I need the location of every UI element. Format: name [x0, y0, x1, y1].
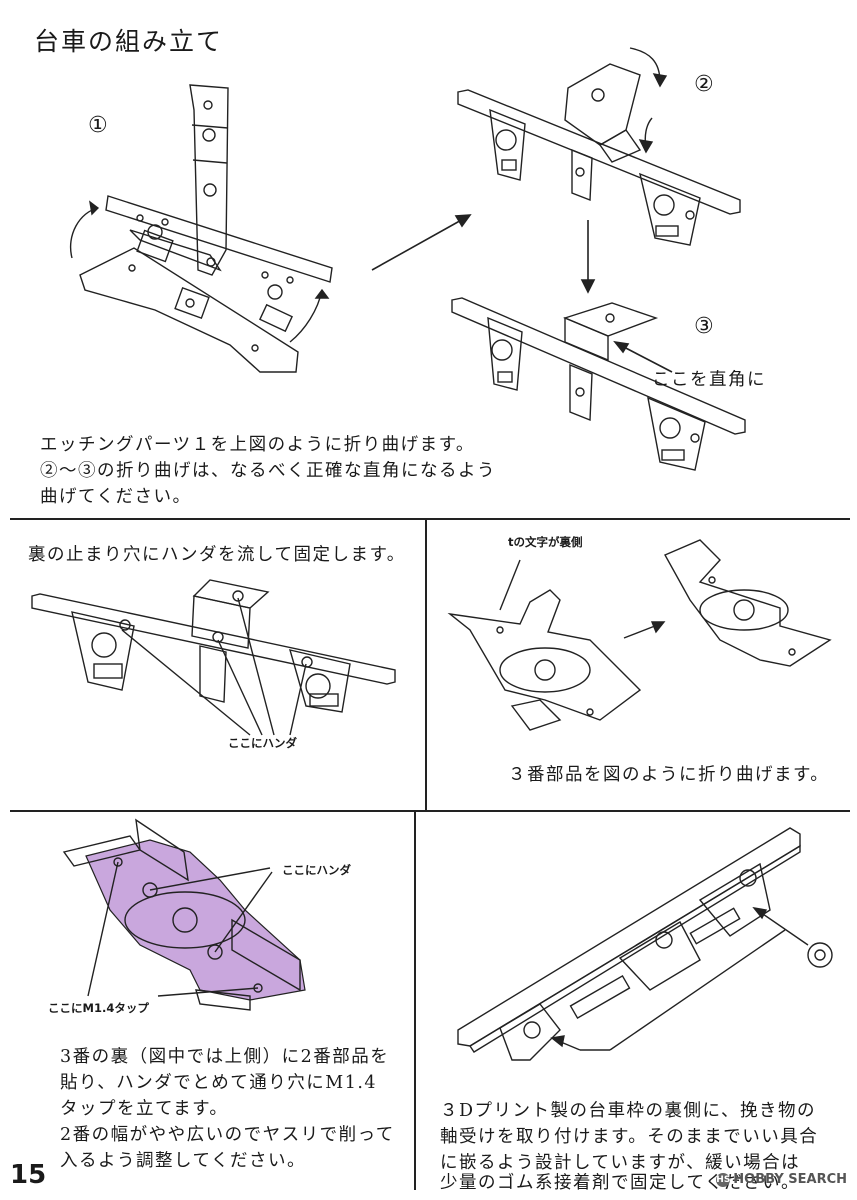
callout-right-angle: ここを直角に	[652, 370, 766, 390]
watermark-text: HOBBY SEARCH	[733, 1172, 847, 1187]
step1-text-line-3: 曲げてください。	[40, 487, 192, 507]
bearing-text-line-1: ３Dプリント製の台車枠の裏側に、挽き物の	[440, 1101, 817, 1121]
part3-back-side-label: tの文字が裏側	[508, 535, 583, 549]
step-marker-3: ③	[694, 314, 714, 339]
tap-solder-label: ここにハンダ	[282, 863, 351, 877]
tap-m14-label: ここにM1.4タップ	[48, 1001, 149, 1015]
tap-text-line-3: タップを立てます。	[60, 1099, 229, 1119]
hobby-search-logo-icon: HS	[716, 1172, 731, 1187]
bearing-text-line-2: 軸受けを取り付けます。そのままでいい具合	[440, 1127, 819, 1147]
part3-text: ３番部品を図のように折り曲げます。	[508, 765, 830, 785]
step1-text-line-2: ②～③の折り曲げは、なるべく正確な直角になるよう	[40, 461, 496, 481]
page-number: 15	[10, 1160, 47, 1190]
tap-text-line-4: 2番の幅がやや広いのでヤスリで削って	[60, 1125, 395, 1145]
bearing-text-line-4: 少量のゴム系接着剤で固定してください。	[440, 1173, 800, 1193]
page-title: 台車の組み立て	[34, 27, 224, 56]
divider-v1	[425, 518, 427, 810]
step1-text-line-1: エッチングパーツ１を上図のように折り曲げます。	[40, 435, 475, 455]
divider-1	[10, 518, 850, 520]
tap-text-line-5: 入るよう調整してください。	[60, 1151, 306, 1171]
solder-panel-text: 裏の止まり穴にハンダを流して固定します。	[28, 545, 406, 565]
tap-text-line-2: 貼り、ハンダでとめて通り穴にM1.4	[60, 1073, 378, 1093]
divider-2	[10, 810, 850, 812]
bearing-text-line-3: に嵌るよう設計していますが、緩い場合は	[440, 1153, 801, 1173]
step-marker-2: ②	[694, 72, 714, 97]
tap-text-line-1: 3番の裏（図中では上側）に2番部品を	[60, 1047, 390, 1067]
solder-label: ここにハンダ	[228, 736, 297, 750]
divider-v2	[414, 810, 416, 1190]
step-marker-1: ①	[88, 113, 108, 138]
